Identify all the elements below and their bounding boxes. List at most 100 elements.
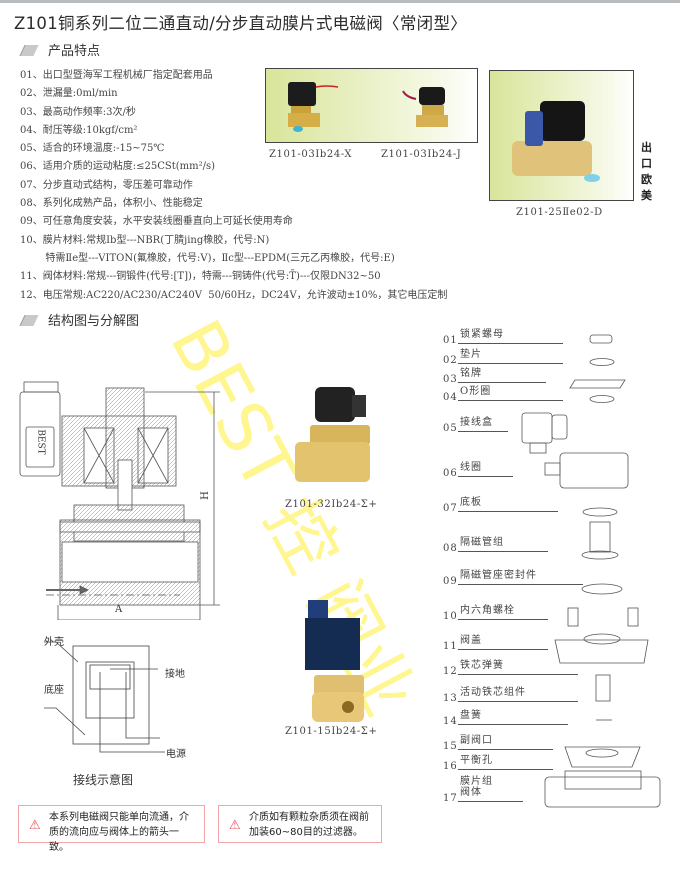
section-title: 结构图与分解图 xyxy=(48,314,140,329)
part-number: 01 xyxy=(443,335,458,346)
feature-item: 07、分步直动式结构，零压差可靠动作 xyxy=(20,179,193,191)
valve-photo-15 xyxy=(305,600,364,722)
feature-item: 08、系列化成熟产品，体积小、性能稳定 xyxy=(20,198,203,210)
feature-item: 03、最高动作频率:3次/秒 xyxy=(20,106,136,118)
feature-item: 特需Ⅱe型---VITON(氟橡胶，代号:V)，Ⅱc型---EPDM(三元乙丙橡… xyxy=(20,252,395,264)
feature-item: 09、可任意角度安装，水平安装线圈垂直向上可延长使用寿命 xyxy=(20,216,293,228)
wiring-shell-label: 外壳 xyxy=(44,637,64,648)
leader-line xyxy=(458,551,548,552)
leader-line xyxy=(458,431,508,432)
part-number: 08 xyxy=(443,543,458,554)
leader-line xyxy=(458,584,583,585)
feature-item: 05、适合的环境温度:-15~75℃ xyxy=(20,143,165,155)
wiring-power-label: 电源 xyxy=(166,749,186,760)
valve-image xyxy=(512,101,600,182)
leader-line xyxy=(458,801,523,802)
part-number: 03 xyxy=(443,374,458,385)
leader-line xyxy=(458,382,546,383)
part-label: 铭牌 xyxy=(460,368,482,379)
part-number: 16 xyxy=(443,761,458,772)
dimension-a-label: A xyxy=(115,604,123,615)
wiring-base-label: 底座 xyxy=(44,685,64,696)
photo-caption: Z101-32Ib24-Σ+ xyxy=(285,499,378,510)
leader-line xyxy=(458,511,558,512)
coil-brand-label: BEST xyxy=(35,429,46,455)
photo-caption: Z101-25Ⅱe02-D xyxy=(516,207,603,218)
part-number: 09 xyxy=(443,576,458,587)
part-number: 12 xyxy=(443,666,458,677)
part-label: 铁芯弹簧 xyxy=(460,660,504,671)
warning-filter: ⚠ 介质如有颗粒杂质须在阀前加装60~80目的过滤器。 xyxy=(218,805,382,843)
part-number: 14 xyxy=(443,716,458,727)
part-label: 内六角螺栓 xyxy=(460,605,515,616)
part-label: 阀盖 xyxy=(460,635,482,646)
part-number: 02 xyxy=(443,355,458,366)
product-photo-export xyxy=(489,70,634,201)
warning-icon: ⚠ xyxy=(29,818,41,833)
part-label: 接线盒 xyxy=(460,417,493,428)
leader-line xyxy=(458,749,553,750)
part-number: 15 xyxy=(443,741,458,752)
section-title: 产品特点 xyxy=(48,44,101,59)
part-label: 平衡孔 xyxy=(460,755,493,766)
leader-line xyxy=(458,649,548,650)
part-number: 10 xyxy=(443,611,458,622)
part-number: 13 xyxy=(443,693,458,704)
section-marker-icon xyxy=(19,315,39,326)
leader-line xyxy=(458,769,553,770)
part-label: 垫片 xyxy=(460,349,482,360)
part-number: 06 xyxy=(443,468,458,479)
part-label: 隔磁管座密封件 xyxy=(460,570,537,581)
wiring-diagram xyxy=(44,641,165,753)
part-label: 底板 xyxy=(460,497,482,508)
warning-text: 本系列电磁阀只能单向流通，介质的流向应与阀体上的箭头一致。 xyxy=(49,812,189,853)
photo-caption: Z101-15Ib24-Σ+ xyxy=(285,726,378,737)
feature-list: 01、出口型暨海军工程机械厂指定配套用品 02、泄漏量:0ml/min 03、最高动… xyxy=(20,67,447,305)
page-title: Z101铜系列二位二通直动/分步直动膜片式电磁阀〈常闭型〉 xyxy=(14,14,468,33)
feature-item: 04、耐压等级:10kgf/cm² xyxy=(20,124,138,136)
part-label: 线圈 xyxy=(460,462,482,473)
leader-line xyxy=(458,476,513,477)
valve-image-pair xyxy=(288,82,448,132)
leader-line xyxy=(458,724,568,725)
leader-line xyxy=(458,343,563,344)
valve-photo-32 xyxy=(295,387,370,482)
leader-line xyxy=(458,674,578,675)
part-number: 07 xyxy=(443,503,458,514)
feature-item: 02、泄漏量:0ml/min xyxy=(20,88,118,100)
section-marker-icon xyxy=(19,45,39,56)
leader-line xyxy=(458,701,578,702)
part-number: 11 xyxy=(443,641,458,652)
part-label: 膜片组 xyxy=(460,776,493,787)
part-label: 锁紧螺母 xyxy=(460,329,504,340)
part-label: 盘簧 xyxy=(460,710,482,721)
warning-text: 介质如有颗粒杂质须在阀前加装60~80目的过滤器。 xyxy=(249,812,369,838)
dimension-h-label: H xyxy=(199,491,211,500)
feature-item: 12、电压常规:AC220/AC230/AC240V 50/60Hz，DC24V… xyxy=(20,289,448,301)
section-structure-heading: 结构图与分解图 xyxy=(19,310,140,329)
photo-caption: Z101-03Ib24-X xyxy=(269,149,353,160)
part-label: 隔磁管组 xyxy=(460,537,504,548)
part-label: 阀体 xyxy=(460,787,482,798)
part-label: O形圈 xyxy=(460,386,492,397)
warning-flow-direction: ⚠ 本系列电磁阀只能单向流通，介质的流向应与阀体上的箭头一致。 xyxy=(18,805,205,853)
feature-item: 01、出口型暨海军工程机械厂指定配套用品 xyxy=(20,70,213,81)
feature-item: 11、阀体材料:常规---铜锻件(代号:[T])，特需---铜铸件(代号:T̄)… xyxy=(20,271,381,283)
photo-caption: Z101-03Ib24-J xyxy=(381,149,462,160)
feature-item: 10、膜片材料:常规Ib型---NBR(丁腈jing橡胶，代号:N) xyxy=(20,234,270,246)
leader-line xyxy=(458,363,563,364)
section-features-heading: 产品特点 xyxy=(19,40,101,59)
exploded-view-drawing xyxy=(521,334,661,808)
top-bar xyxy=(0,0,680,3)
product-photo-small xyxy=(265,68,478,143)
part-number: 17 xyxy=(443,793,458,804)
part-number: 05 xyxy=(443,423,458,434)
leader-line xyxy=(458,619,548,620)
wiring-caption: 接线示意图 xyxy=(73,773,134,787)
cross-section-diagram xyxy=(19,381,220,620)
part-number: 04 xyxy=(443,392,458,403)
wiring-ground-label: 接地 xyxy=(165,669,185,680)
warning-icon: ⚠ xyxy=(229,818,241,833)
leader-line xyxy=(458,400,563,401)
part-label: 副阀口 xyxy=(460,735,493,746)
